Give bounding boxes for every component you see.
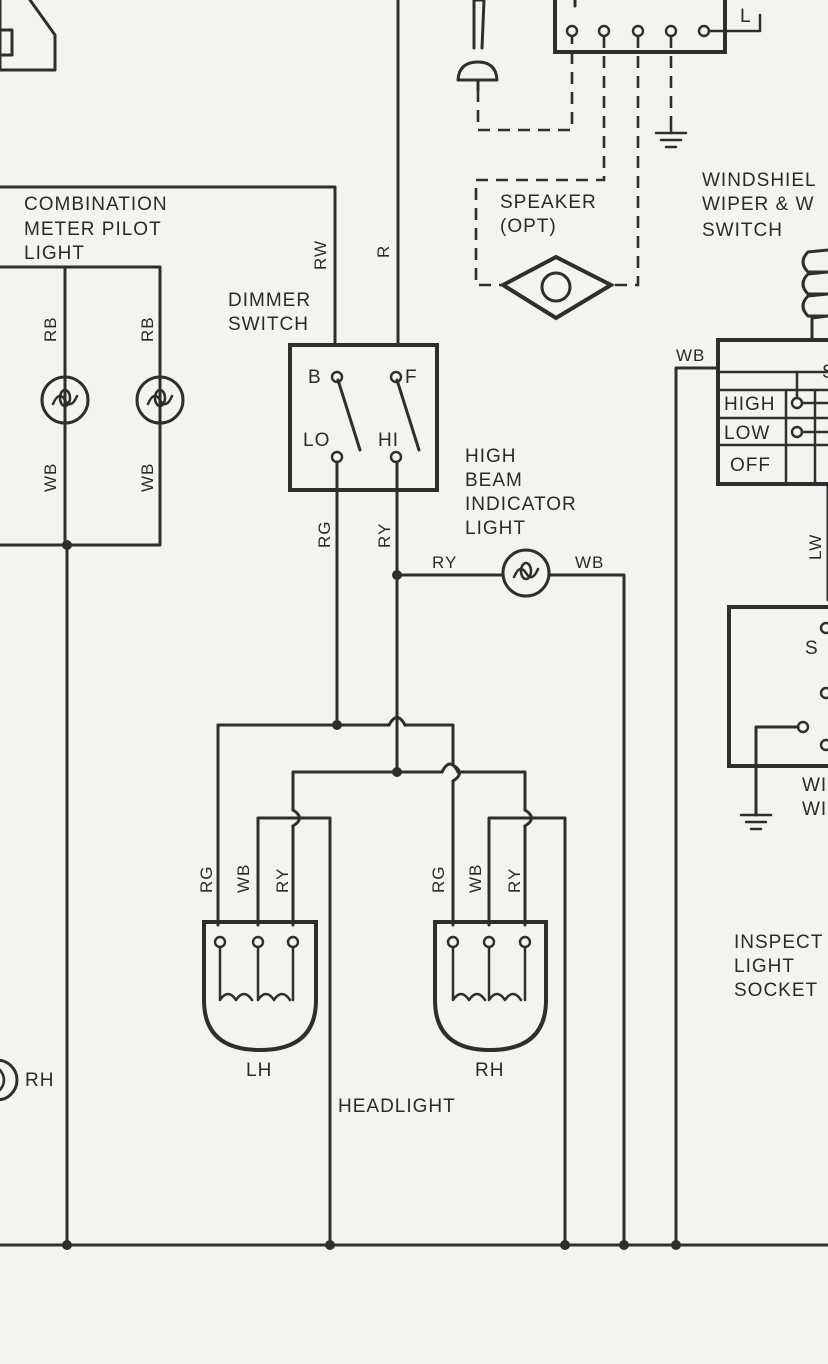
windshield-wiper-switch: WINDSHIEL WIPER & W SWITCH HIGH LOW OFF … bbox=[674, 170, 828, 1247]
left-lamp-rh-label: RH bbox=[25, 1070, 54, 1091]
speaker-label-line2: (OPT) bbox=[500, 216, 557, 237]
wire-label-ry-horiz: RY bbox=[432, 553, 457, 572]
pilot-bulb-left bbox=[40, 375, 90, 425]
wiper-label-line1: WINDSHIEL bbox=[702, 170, 817, 191]
left-edge-lamp: RH bbox=[0, 1058, 54, 1102]
top-left-connector bbox=[0, 0, 57, 72]
headlight-lh: RG WB RY LH bbox=[197, 864, 318, 1081]
wire-label-lh-ry: RY bbox=[273, 868, 292, 893]
inspect-label-line1: INSPECT bbox=[734, 932, 823, 953]
dimmer-terminal-lo: LO bbox=[303, 430, 330, 451]
dimmer-switch: B F LO HI DIMMER SWITCH bbox=[228, 290, 439, 492]
hb-label-line2: BEAM bbox=[465, 470, 523, 491]
ground-bus bbox=[0, 1240, 828, 1250]
wire-label-wb-wiper: WB bbox=[676, 346, 705, 365]
wiper-terminal-s: S bbox=[805, 638, 819, 659]
wiper-motor-label-line2: WI bbox=[802, 799, 827, 820]
speaker-opt: L SPEAKER (OPT) bbox=[456, 0, 762, 321]
dimmer-label-line2: SWITCH bbox=[228, 314, 309, 335]
wire-label-ry: RY bbox=[375, 523, 394, 548]
wire-label-rw: RW bbox=[311, 240, 330, 270]
combination-meter-pilot-light: COMBINATION METER PILOT LIGHT RB RB WB W… bbox=[0, 185, 337, 1247]
dimmer-terminal-hi: HI bbox=[378, 430, 399, 451]
hb-label-line4: LIGHT bbox=[465, 518, 526, 539]
combo-label-line1: COMBINATION bbox=[24, 194, 168, 215]
wire-label-lw: LW bbox=[806, 534, 825, 560]
dimmer-label-line1: DIMMER bbox=[228, 290, 311, 311]
wire-label-lh-rg: RG bbox=[197, 866, 216, 894]
wiper-pos-low: LOW bbox=[724, 423, 770, 444]
wiper-pos-high: HIGH bbox=[724, 394, 776, 415]
combo-label-line2: METER PILOT bbox=[24, 219, 162, 240]
wire-label-rg: RG bbox=[315, 521, 334, 549]
connector-edge-letter: L bbox=[740, 6, 752, 27]
wire-label-lh-wb: WB bbox=[234, 864, 253, 893]
wiper-motor: S WI WI bbox=[727, 605, 828, 831]
headlight-rh-label: RH bbox=[475, 1060, 504, 1081]
wire-label-wb-horiz: WB bbox=[575, 553, 604, 572]
high-beam-indicator-light: HIGH BEAM INDICATOR LIGHT RY WB bbox=[395, 446, 626, 1247]
wiper-label-line2: WIPER & W bbox=[702, 194, 814, 215]
combo-label-line3: LIGHT bbox=[24, 243, 85, 264]
speaker-label-line1: SPEAKER bbox=[500, 192, 597, 213]
wiper-terminal-s-top: S bbox=[822, 362, 828, 383]
dimmer-terminal-b: B bbox=[308, 367, 322, 388]
wire-label-rb-left: RB bbox=[41, 316, 60, 342]
wire-label-r: R bbox=[374, 245, 393, 258]
wire-label-wb-left: WB bbox=[41, 463, 60, 492]
wire-label-rh-rg: RG bbox=[429, 866, 448, 894]
headlight-rh: RG WB RY RH bbox=[429, 864, 548, 1081]
wire-label-rh-ry: RY bbox=[505, 868, 524, 893]
wire-label-wb-right: WB bbox=[138, 463, 157, 492]
wiper-label-line3: SWITCH bbox=[702, 220, 783, 241]
inspect-label-line2: LIGHT bbox=[734, 956, 795, 977]
dimmer-terminal-f: F bbox=[405, 367, 418, 388]
inspect-label-line3: SOCKET bbox=[734, 980, 818, 1001]
headlight-label: HEADLIGHT bbox=[338, 1096, 456, 1117]
wiper-motor-label-line1: WI bbox=[802, 775, 827, 796]
headlight-lh-label: LH bbox=[246, 1060, 272, 1081]
hb-label-line3: INDICATOR bbox=[465, 494, 577, 515]
hb-label-line1: HIGH bbox=[465, 446, 517, 467]
wiper-pos-off: OFF bbox=[730, 455, 771, 476]
wire-label-rh-wb: WB bbox=[466, 864, 485, 893]
pilot-bulb-right bbox=[135, 375, 185, 425]
wire-label-rb-right: RB bbox=[138, 316, 157, 342]
